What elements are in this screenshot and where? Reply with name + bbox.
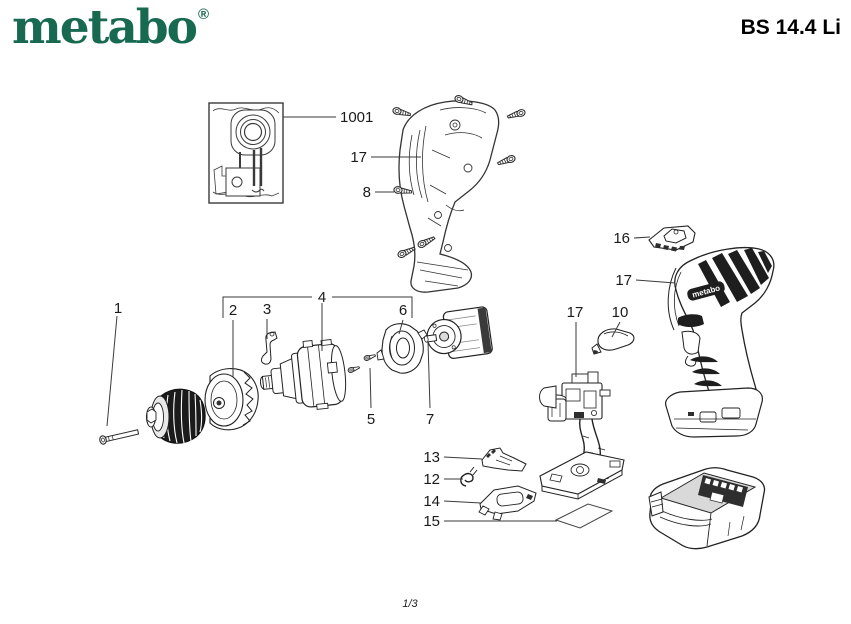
- callout-13: 13: [423, 449, 440, 466]
- metabo-logo-text: metabo: [12, 0, 198, 55]
- part-belt-hook: [591, 328, 635, 355]
- part-motor: [424, 306, 493, 359]
- callout-10: 10: [612, 304, 629, 321]
- part-switch-assembly: [539, 371, 611, 480]
- callout-5: 5: [367, 411, 375, 428]
- page-title: BS 14.4 Li: [740, 16, 841, 39]
- callout-7: 7: [426, 411, 434, 428]
- callout-6: 6: [399, 302, 407, 319]
- part-gearbox: [259, 339, 347, 410]
- part-slide-switch: [478, 485, 537, 521]
- callout-12: 12: [423, 471, 440, 488]
- part-right-housing-shell: metabo: [665, 246, 775, 438]
- callout-17-left-housing: 17: [350, 149, 367, 166]
- callouts: 1001 17 8 1 2 3 4 6 5 7 17 10 16 17 13 1…: [114, 109, 632, 530]
- part-belt-clip-mount: [648, 225, 696, 252]
- part-chuck: [146, 388, 206, 444]
- small-screw: [363, 352, 377, 362]
- callout-17-right-housing: 17: [615, 272, 632, 289]
- callout-1: 1: [114, 300, 122, 317]
- part-clutch-flange: [376, 323, 428, 374]
- inset-detail-1001: [208, 102, 284, 204]
- callout-17-switch: 17: [567, 304, 584, 321]
- housing-screw: [506, 108, 527, 121]
- callout-2: 2: [229, 302, 237, 319]
- callout-14: 14: [423, 493, 440, 510]
- callout-4: 4: [318, 289, 326, 306]
- page-number: 1/3: [402, 598, 418, 610]
- part-spring: [460, 466, 478, 487]
- housing-screw: [396, 244, 417, 260]
- part-retaining-clip: [260, 331, 278, 365]
- callout-3: 3: [263, 301, 271, 318]
- part-spindle-bolt: [99, 429, 140, 445]
- registered-trademark-symbol: ®: [198, 6, 210, 23]
- housing-screw: [496, 153, 517, 168]
- callout-1001: 1001: [340, 109, 373, 126]
- small-screw: [347, 364, 361, 374]
- callout-16: 16: [613, 230, 630, 247]
- metabo-logo: metabo®: [12, 4, 210, 51]
- callout-15: 15: [423, 513, 440, 530]
- part-left-housing-shell: [398, 100, 500, 293]
- part-torque-ring: [204, 368, 259, 431]
- callout-8: 8: [363, 184, 371, 201]
- part-battery-pack: [648, 467, 766, 550]
- housing-screw: [391, 106, 412, 119]
- part-switch-base-plate: [539, 451, 625, 500]
- part-gearbox-screws: [347, 352, 377, 374]
- part-slider-button: [481, 447, 527, 472]
- leader-lines: [106, 116, 676, 522]
- part-label-sticker: [554, 503, 614, 529]
